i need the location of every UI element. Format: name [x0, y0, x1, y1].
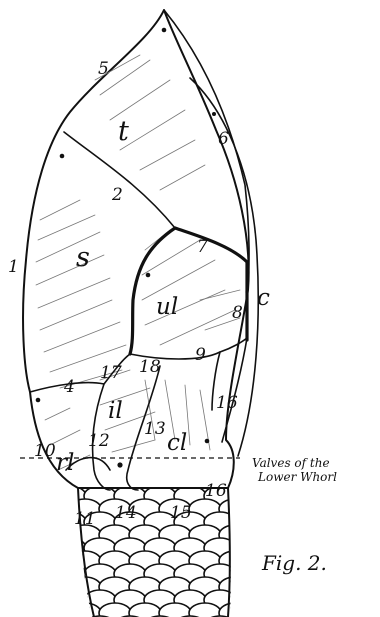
peduncle-scale	[54, 590, 86, 610]
num-17: 17	[100, 363, 122, 383]
annotation-line-2: Lower Whorl	[257, 470, 337, 484]
num-12: 12	[88, 431, 110, 451]
num-4: 4	[63, 377, 75, 397]
num-7: 7	[197, 237, 208, 257]
label-ul: ul	[156, 294, 178, 320]
label-c: c	[257, 285, 270, 311]
peduncle-scale	[99, 603, 131, 617]
num-2: 2	[111, 185, 123, 205]
num-8: 8	[232, 303, 243, 323]
label-rl: rl	[56, 450, 74, 476]
annotation-line-1: Valves of the	[252, 456, 330, 470]
peduncle-scale	[159, 603, 191, 617]
num-16b: 16	[205, 481, 227, 501]
label-s: s	[76, 242, 90, 273]
num-9: 9	[195, 345, 206, 365]
plate-sutures	[30, 10, 249, 490]
label-il: il	[108, 398, 123, 424]
figure-caption: Fig. 2.	[261, 551, 327, 575]
num-10: 10	[34, 441, 56, 461]
peduncle-scale	[129, 603, 161, 617]
num-13: 13	[144, 419, 166, 439]
num-16a: 16	[216, 393, 238, 413]
num-18: 18	[139, 357, 161, 377]
label-cl: cl	[167, 430, 187, 456]
num-14: 14	[115, 503, 137, 523]
peduncle-scale	[54, 564, 86, 584]
num-1: 1	[8, 257, 19, 277]
num-5: 5	[98, 59, 109, 79]
capitulum-outline	[23, 10, 249, 488]
label-t: t	[118, 116, 129, 147]
num-6: 6	[218, 129, 229, 149]
num-11: 11	[74, 509, 96, 529]
plate-umbo-dots	[36, 28, 216, 468]
num-15: 15	[170, 503, 192, 523]
peduncle-scale	[219, 603, 251, 617]
peduncle-scale	[69, 603, 101, 617]
peduncle-scale	[189, 603, 221, 617]
